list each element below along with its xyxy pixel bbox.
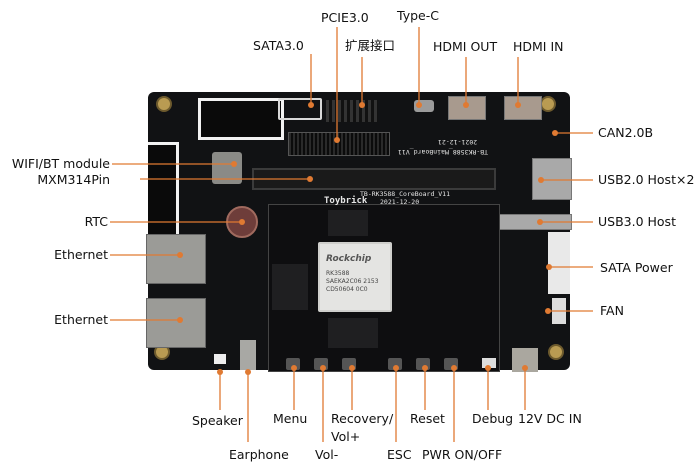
dc-jack — [512, 348, 538, 372]
earphone-jack — [240, 340, 256, 370]
silk-core-date: 2021-12-20 — [380, 198, 420, 206]
label-earphone: Earphone — [229, 447, 289, 462]
button-esc — [388, 358, 402, 370]
label-usb20: USB2.0 Host×2 — [598, 172, 695, 187]
label-usb30: USB3.0 Host — [598, 214, 676, 229]
usb2-port — [532, 158, 572, 200]
mount-hole — [548, 344, 564, 360]
expansion-header — [326, 100, 378, 122]
button-reset — [416, 358, 430, 370]
memory-chip — [328, 210, 368, 236]
label-ethernet-1: Ethernet — [54, 247, 108, 262]
debug-port — [482, 358, 496, 368]
label-menu: Menu — [273, 411, 308, 426]
label-typec: Type-C — [397, 8, 439, 23]
hdmi-out-port — [448, 96, 486, 120]
label-vol-plus: Vol+ — [331, 429, 361, 444]
label-sata30: SATA3.0 — [253, 38, 304, 53]
label-wifi-bt: WIFI/BT module — [11, 156, 110, 171]
fan-connector — [552, 298, 566, 324]
label-rtc: RTC — [84, 214, 108, 229]
label-mxm: MXM314Pin — [37, 172, 110, 187]
circuit-board: Rockchip RK3588 SAEKA2C06 2153 CD50604 0… — [146, 92, 572, 372]
label-pwr: PWR ON/OFF — [422, 447, 503, 462]
antenna-frame — [148, 142, 179, 248]
silk-core-board: TB-RK3588_CoreBoard_V11 — [360, 190, 451, 198]
sata-power-connector — [548, 232, 570, 294]
soc-brand: Rockchip — [326, 254, 372, 264]
label-dc-in: 12V DC IN — [518, 411, 582, 426]
mxm-slot — [252, 168, 496, 190]
typec-port — [414, 100, 434, 112]
label-ethernet-2: Ethernet — [54, 312, 108, 327]
silk-main-date: 2021-12-21 — [438, 138, 478, 146]
label-esc: ESC — [387, 447, 412, 462]
sata-connector — [278, 98, 322, 120]
silk-main-board: TB-RK3588_MainBoard_V11 — [398, 148, 489, 156]
usb3-port — [498, 214, 572, 230]
label-expansion: 扩展接口 — [345, 38, 396, 53]
mount-hole — [156, 96, 172, 112]
ethernet-port-1 — [146, 234, 206, 284]
label-hdmi-out: HDMI OUT — [433, 39, 498, 54]
label-recovery: Recovery/ — [331, 411, 394, 426]
hdmi-in-port — [504, 96, 542, 120]
button-power — [444, 358, 458, 370]
silk-core-brand: Toybrick — [324, 196, 368, 206]
soc-line3: CD50604 0C0 — [326, 286, 368, 293]
label-hdmi-in: HDMI IN — [513, 39, 564, 54]
rtc-battery-holder — [226, 206, 258, 238]
display-connector — [198, 98, 284, 140]
button-vol-minus — [314, 358, 328, 370]
memory-chip — [328, 318, 378, 348]
label-vol-minus: Vol- — [315, 447, 339, 462]
label-sata-power: SATA Power — [600, 260, 673, 275]
label-pcie30: PCIE3.0 — [321, 10, 369, 25]
button-recovery — [342, 358, 356, 370]
soc-chip: Rockchip RK3588 SAEKA2C06 2153 CD50604 0… — [318, 242, 392, 312]
pcie-slot — [288, 132, 390, 156]
speaker-connector — [214, 354, 226, 364]
label-can: CAN2.0B — [598, 125, 654, 140]
label-debug: Debug — [472, 411, 514, 426]
button-menu — [286, 358, 300, 370]
soc-line2: SAEKA2C06 2153 — [326, 278, 379, 285]
ethernet-port-2 — [146, 298, 206, 348]
memory-chip — [272, 264, 308, 310]
soc-model: RK3588 — [326, 270, 350, 277]
label-reset: Reset — [410, 411, 445, 426]
label-fan: FAN — [600, 303, 624, 318]
wifi-bt-module — [212, 152, 242, 184]
mount-hole — [540, 96, 556, 112]
label-speaker: Speaker — [192, 413, 243, 428]
